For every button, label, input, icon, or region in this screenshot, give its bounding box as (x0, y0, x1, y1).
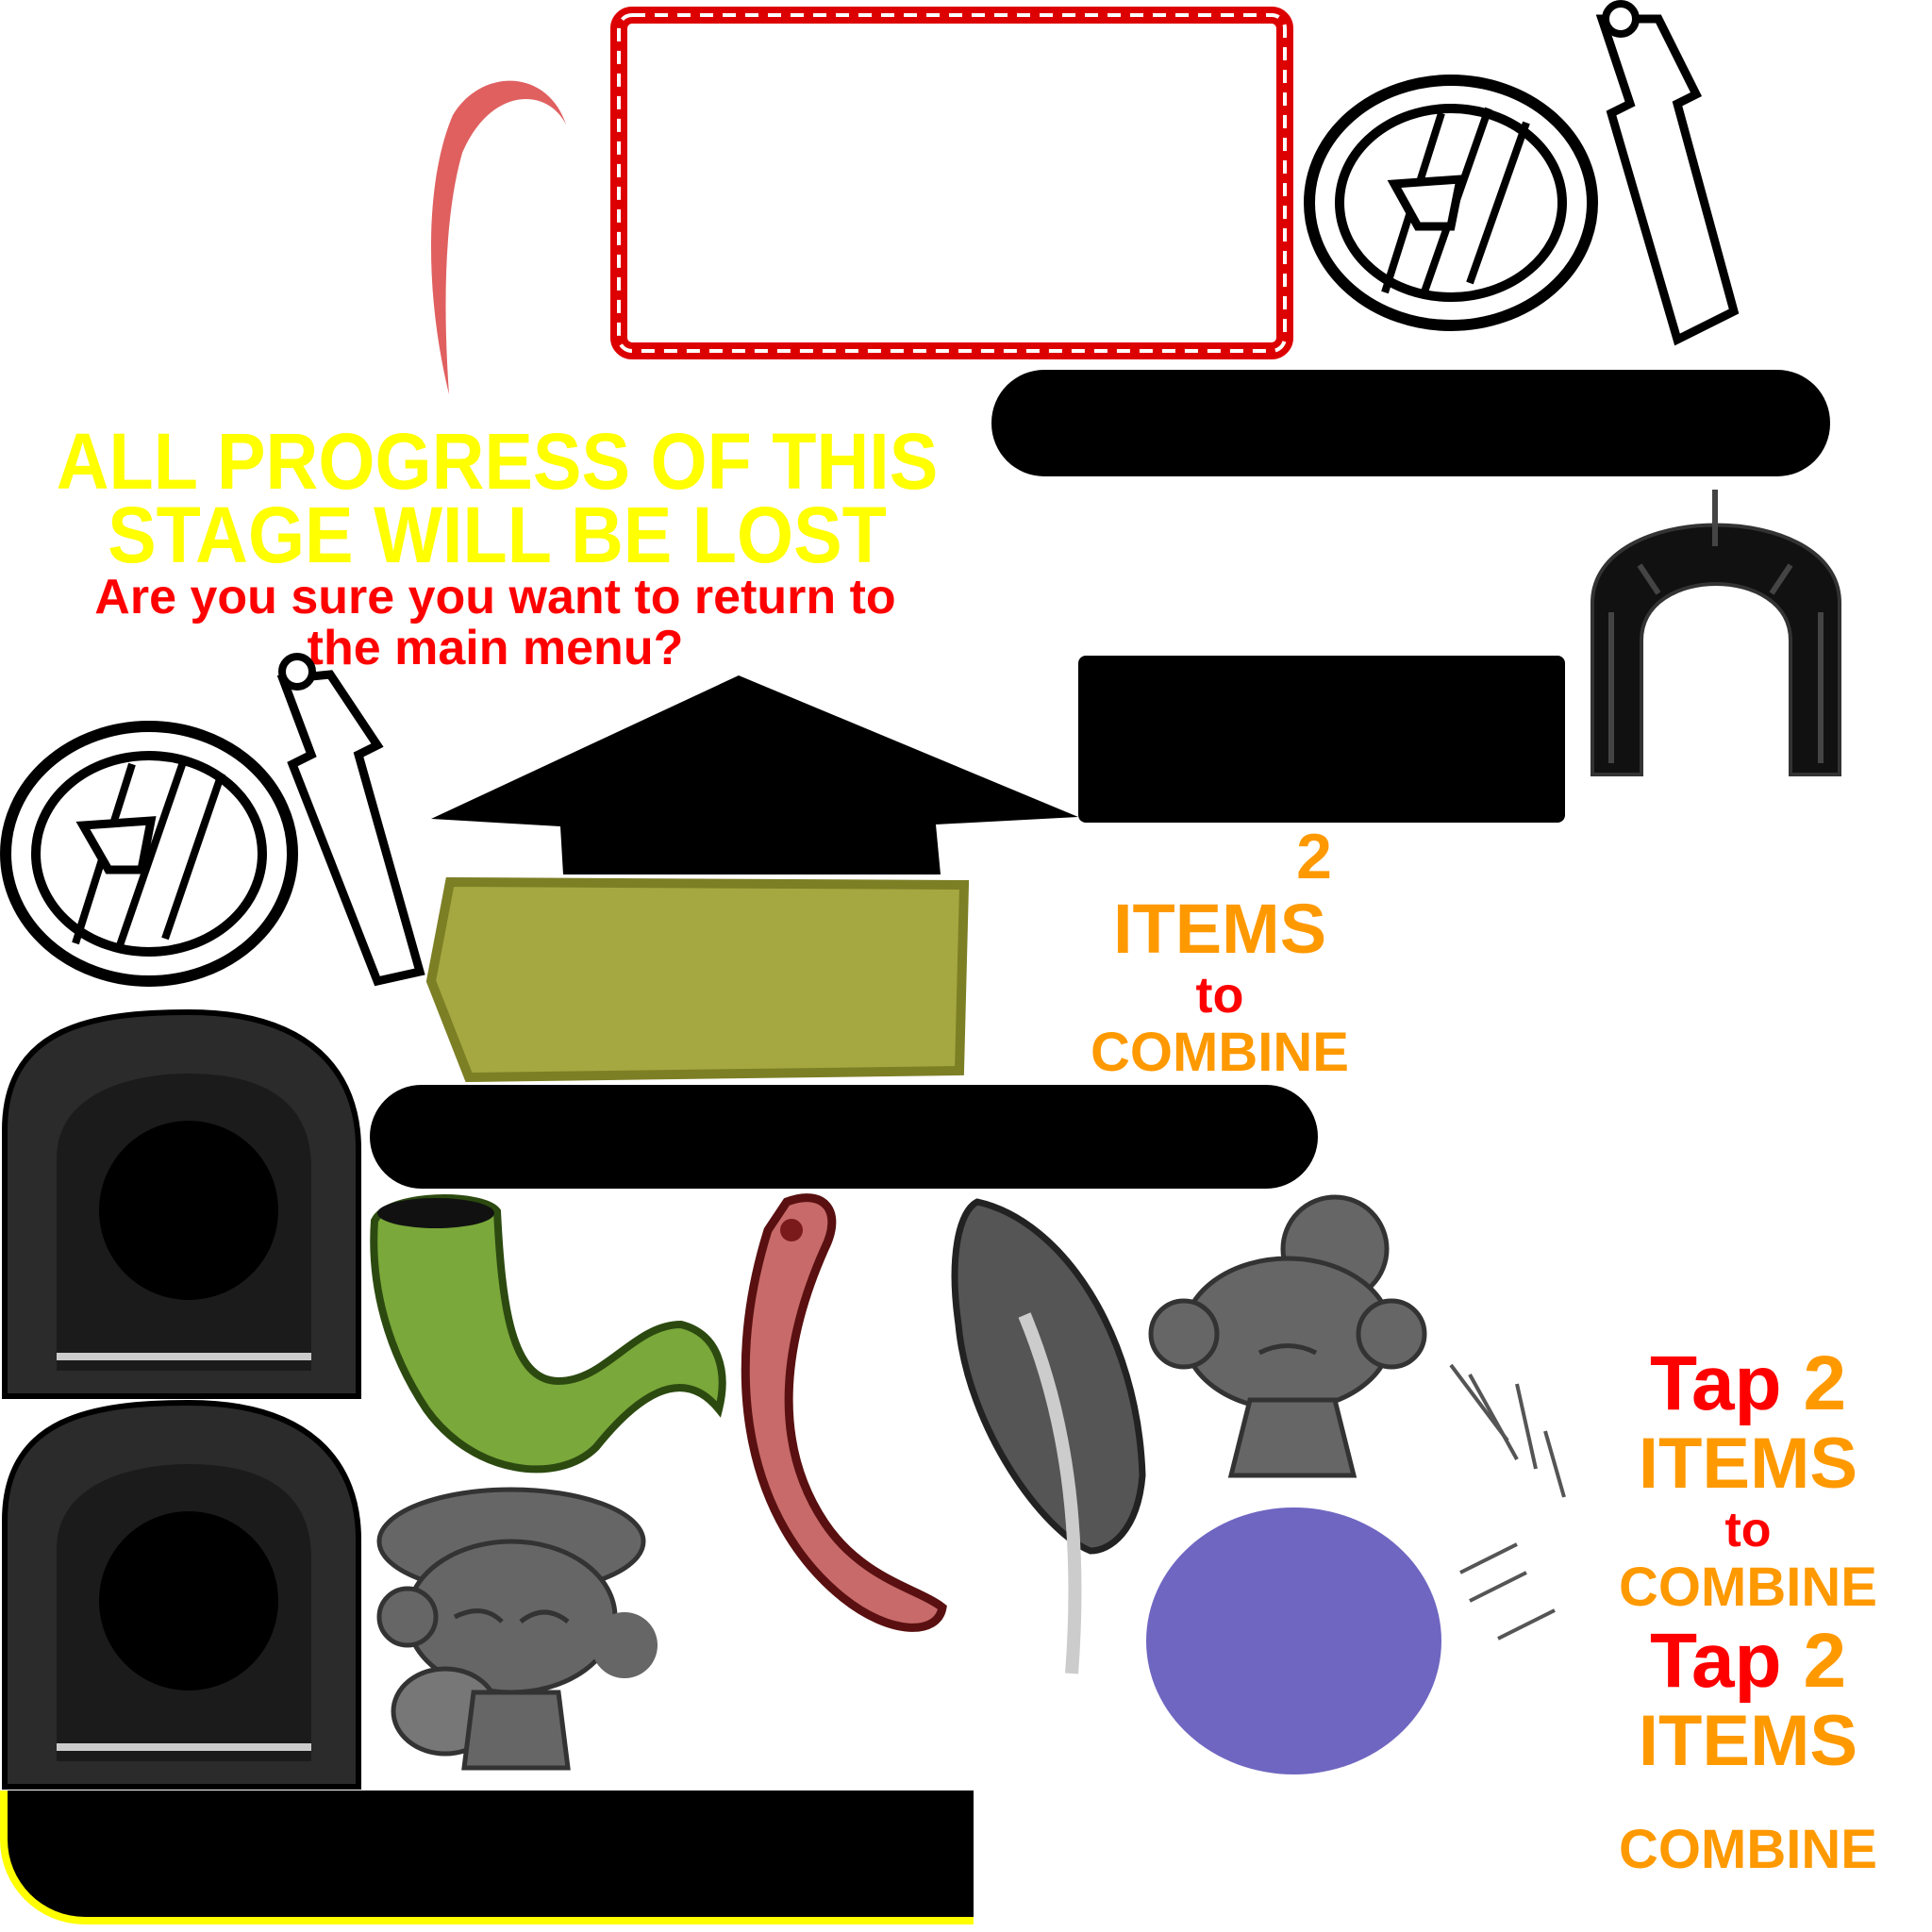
hint-items: ITEMS (1638, 1424, 1858, 1504)
hint-combine: COMBINE (1619, 1557, 1877, 1618)
sketch-lines-sprite (1441, 1356, 1592, 1663)
hint-tap-line: Tap 2 (1602, 1621, 1894, 1702)
warning-title-line2: STAGE WILL BE LOST (108, 491, 887, 579)
dark-door-sprite (0, 1398, 364, 1790)
hint-to: to (1195, 967, 1244, 1024)
hint-items: ITEMS (1638, 1701, 1858, 1781)
hint-number: 2 (1803, 1341, 1847, 1426)
dark-door-sprite (0, 1008, 364, 1399)
red-curve-sprite (425, 68, 566, 394)
up-arrow-shape (431, 675, 1078, 874)
warning-title-line1: ALL PROGRESS OF THIS (56, 417, 939, 506)
warning-question-line2: the main menu? (307, 621, 684, 675)
shield-sword-icon (1300, 0, 1740, 358)
black-button-bar (370, 1085, 1318, 1189)
hint-combine: COMBINE (1619, 1819, 1877, 1880)
hint-number: 2 (1296, 821, 1332, 892)
grey-feather-item (949, 1192, 1147, 1683)
hint-items: ITEMS (1112, 890, 1327, 968)
rope-frame-sprite (608, 4, 1296, 362)
black-bar-yellow-edge (0, 1790, 974, 1924)
stone-arch-sprite (1583, 480, 1849, 776)
hint-tap: Tap (1649, 1341, 1782, 1426)
grey-girl-character (1146, 1192, 1427, 1506)
hint-number: 2 (1803, 1618, 1847, 1704)
green-horn-item (370, 1192, 726, 1478)
hint-tap: Tap (1649, 1618, 1782, 1704)
hint-to: to (1724, 1503, 1772, 1557)
purple-orb (1146, 1507, 1441, 1774)
hint-combine: COMBINE (1091, 1022, 1349, 1083)
warning-question-line1: Are you sure you want to return to (94, 570, 896, 625)
shield-sword-icon (0, 651, 426, 1005)
olive-panel (425, 876, 970, 1083)
hint-tap-line: Tap 2 (1602, 1343, 1894, 1424)
red-tusk-item (721, 1192, 949, 1639)
black-button-bar (991, 370, 1830, 476)
grey-boy-character (370, 1485, 659, 1787)
black-panel (1078, 656, 1565, 823)
